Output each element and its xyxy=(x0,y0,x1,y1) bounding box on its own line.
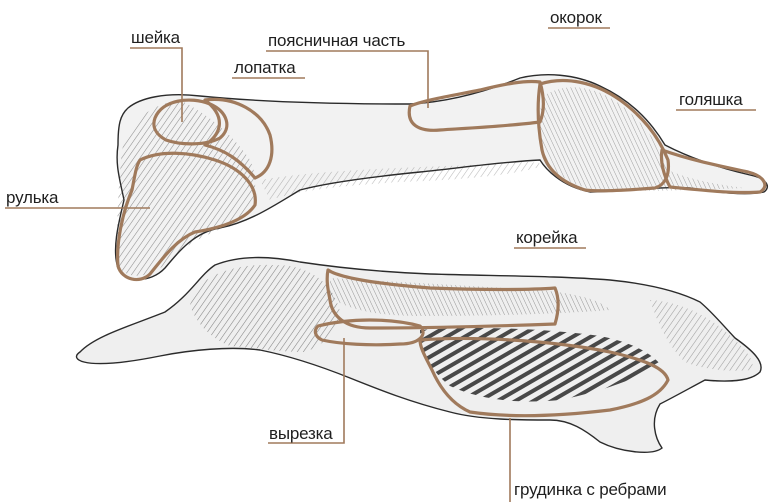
label-grudinka-s-rebrami: грудинка с ребрами xyxy=(514,480,666,500)
label-okorok: окорок xyxy=(550,8,602,28)
label-rulka: рулька xyxy=(6,188,58,208)
label-lopatka: лопатка xyxy=(234,58,296,78)
label-sheyka: шейка xyxy=(131,28,180,48)
label-koreyka: корейка xyxy=(516,228,577,248)
label-vyrezka: вырезка xyxy=(269,424,332,444)
label-golyashka: голяшка xyxy=(679,90,743,110)
label-poyasnichnaya-chast: поясничная часть xyxy=(268,31,405,51)
top-carcass xyxy=(116,75,768,280)
bottom-carcass xyxy=(77,257,762,452)
